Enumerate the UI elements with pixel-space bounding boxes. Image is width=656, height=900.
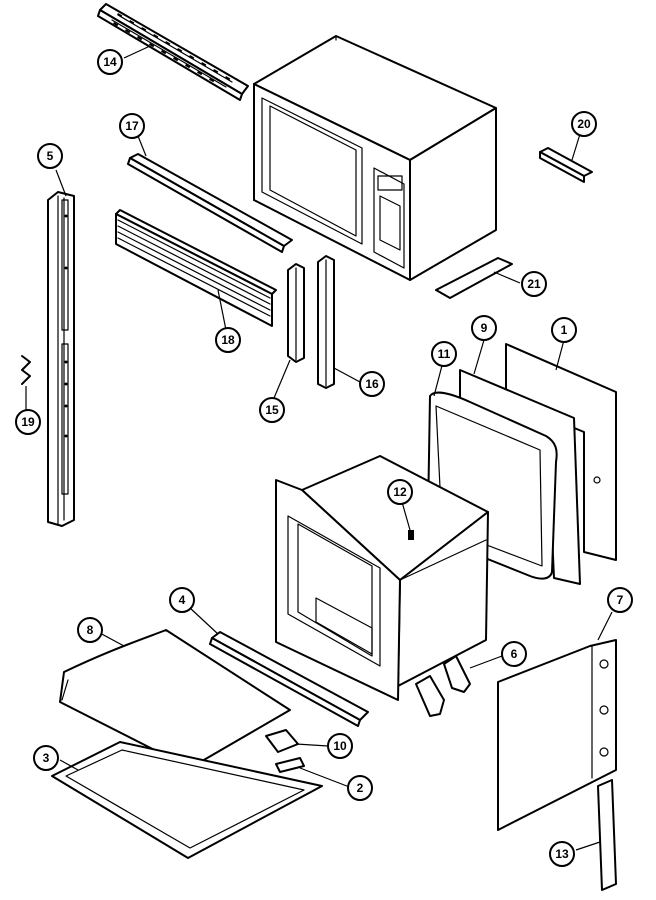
callout-21: 21 (521, 271, 547, 297)
callout-3-label: 3 (43, 751, 50, 765)
callout-17: 17 (119, 113, 145, 139)
callout-7: 7 (607, 587, 633, 613)
callout-9-label: 9 (481, 321, 488, 335)
callout-6-label: 6 (511, 647, 518, 661)
callout-15-label: 15 (265, 403, 279, 417)
callout-6: 6 (501, 641, 527, 667)
microwave-unit (253, 35, 497, 281)
callout-2: 2 (347, 775, 373, 801)
callout-1: 1 (551, 317, 577, 343)
callout-13-label: 13 (555, 847, 569, 861)
callout-14: 14 (97, 49, 123, 75)
callout-19-label: 19 (21, 415, 35, 429)
part-20-bracket (539, 133, 593, 183)
part-21-plate (435, 257, 521, 299)
part-16-post (317, 255, 361, 389)
callout-21-label: 21 (527, 277, 541, 291)
callout-16-label: 16 (365, 377, 379, 391)
callout-5-label: 5 (47, 149, 54, 163)
oven-cavity (275, 455, 489, 701)
callout-20: 20 (571, 111, 597, 137)
callout-10: 10 (327, 733, 353, 759)
callout-18-label: 18 (221, 333, 235, 347)
part-6-hinge (415, 655, 503, 717)
callout-15: 15 (259, 397, 285, 423)
callout-13: 13 (549, 841, 575, 867)
callout-3: 3 (33, 745, 59, 771)
part-19-clip (21, 355, 31, 410)
callout-19: 19 (15, 409, 41, 435)
part-2-clip (275, 757, 353, 789)
part-17-strip (127, 135, 293, 253)
callout-8-label: 8 (87, 623, 94, 637)
callout-14-label: 14 (103, 55, 117, 69)
callout-9: 9 (471, 315, 497, 341)
callout-4-label: 4 (179, 593, 186, 607)
part-4-rail (189, 607, 369, 727)
part-14-top-vent-strip (97, 3, 249, 101)
part-3-frame (51, 741, 323, 859)
callout-4: 4 (169, 587, 195, 613)
callout-17-label: 17 (125, 119, 139, 133)
part-13-strip (575, 779, 617, 891)
callout-7-label: 7 (617, 593, 624, 607)
callout-12-label: 12 (393, 485, 407, 499)
callout-11-label: 11 (438, 347, 451, 361)
callout-1-label: 1 (561, 323, 568, 337)
callout-11: 11 (431, 341, 457, 367)
part-10-bracket (265, 729, 329, 753)
callout-2-label: 2 (357, 781, 364, 795)
callout-16: 16 (359, 371, 385, 397)
callout-5: 5 (37, 143, 63, 169)
callout-8: 8 (77, 617, 103, 643)
part-7-side-panel (497, 611, 617, 831)
part-15-rail (273, 263, 305, 399)
part-5-side-rail (47, 169, 75, 527)
callout-12: 12 (387, 479, 413, 505)
callout-10-label: 10 (333, 739, 347, 753)
part-18-grille (115, 209, 277, 331)
callout-20-label: 20 (577, 117, 591, 131)
callout-18: 18 (215, 327, 241, 353)
